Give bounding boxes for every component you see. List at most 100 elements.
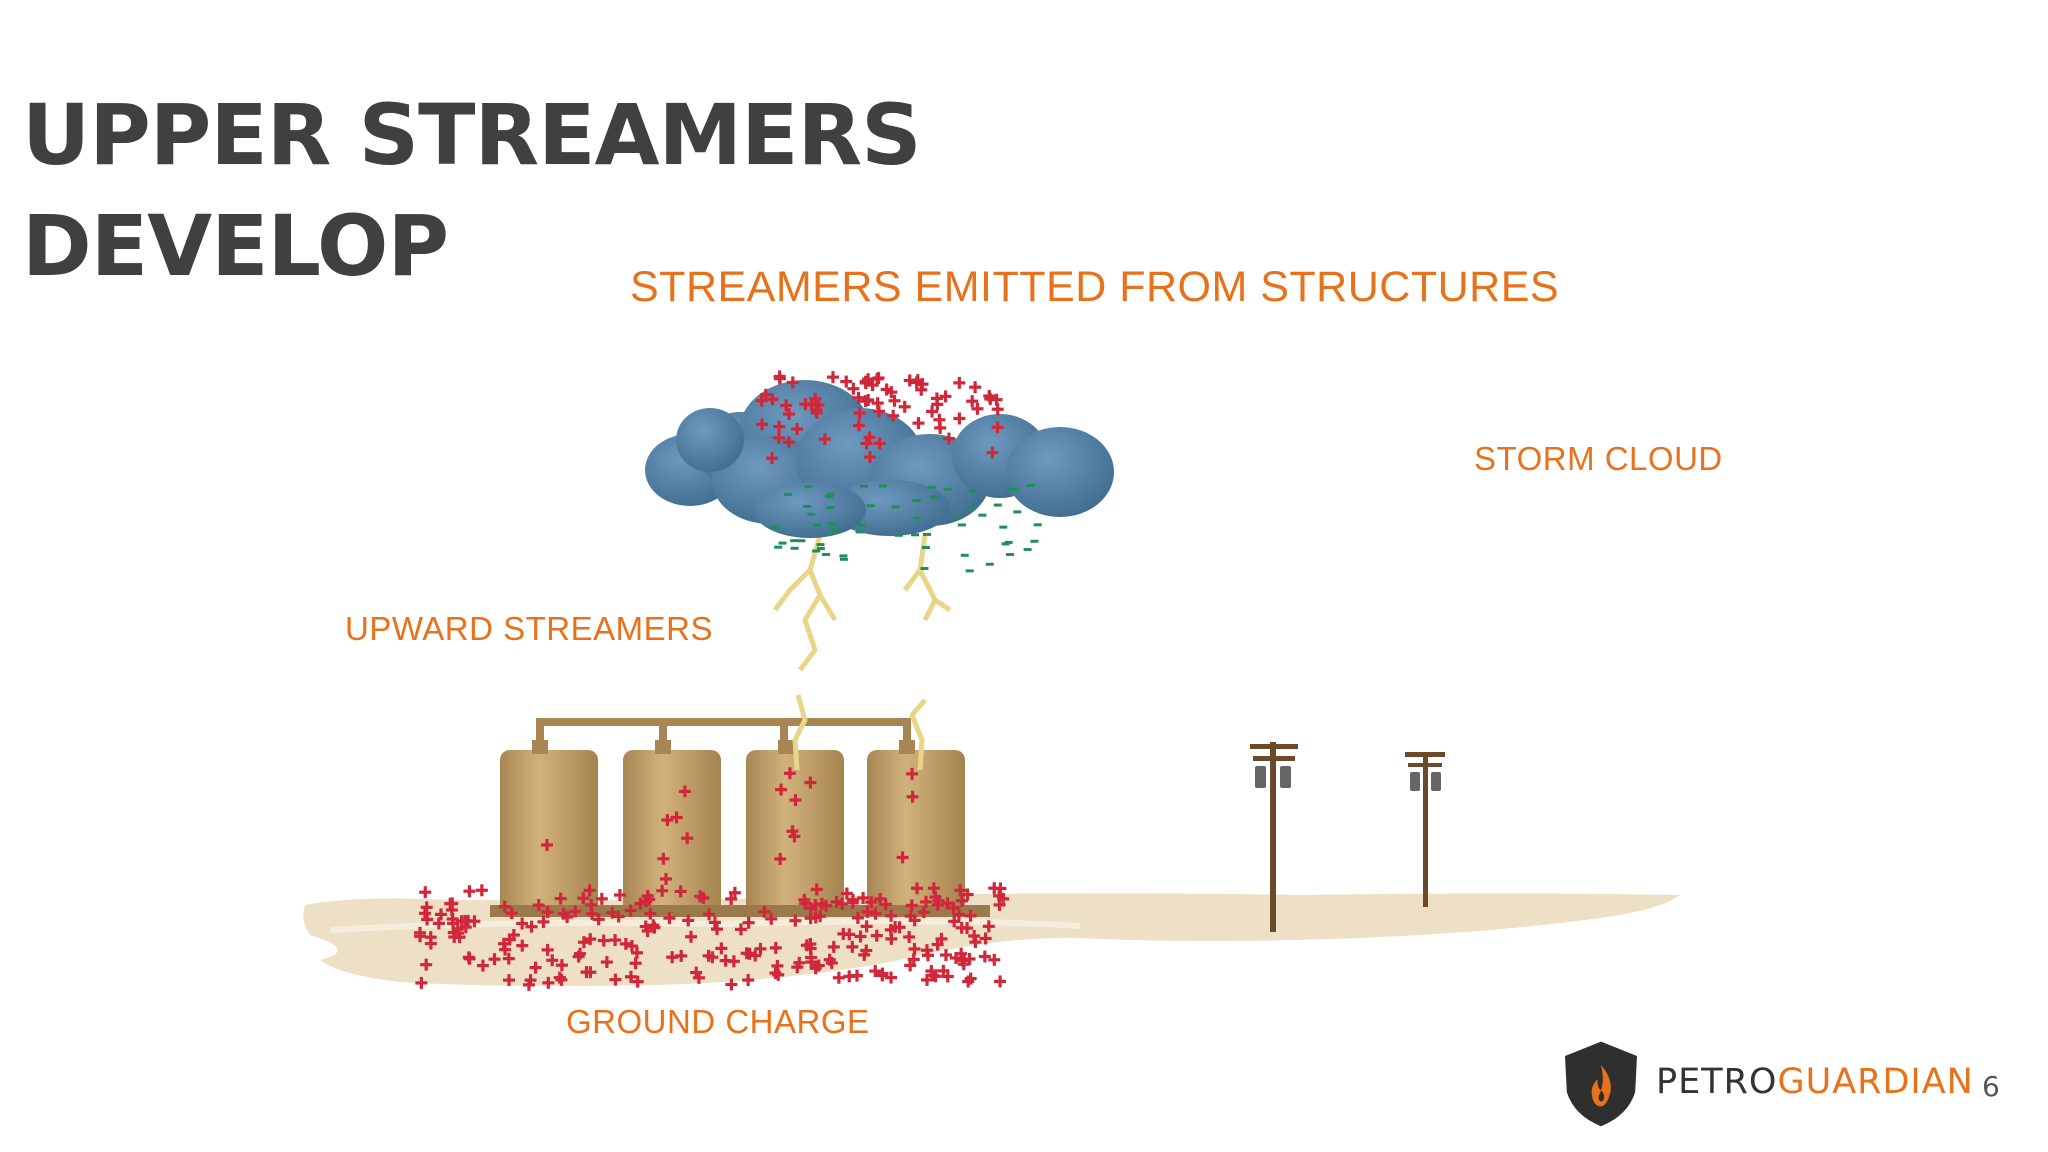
plus-charge-icon xyxy=(860,437,873,450)
diagram-subtitle: STREAMERS EMITTED FROM STRUCTURES xyxy=(630,263,1560,311)
plus-charge-icon xyxy=(516,917,529,930)
plus-charge-icon xyxy=(522,978,535,991)
plus-charge-icon xyxy=(421,913,434,926)
plus-charge-icon xyxy=(988,953,1001,966)
plus-charge-icon xyxy=(810,883,823,896)
plus-charge-icon xyxy=(656,884,669,897)
plus-charge-icon xyxy=(870,929,883,942)
plus-charge-icon xyxy=(823,953,836,966)
plus-charge-icon xyxy=(843,970,856,983)
plus-charge-icon xyxy=(887,409,900,422)
plus-charge-icon xyxy=(462,914,475,927)
plus-charge-icon xyxy=(984,392,997,405)
plus-charge-icon xyxy=(734,923,747,936)
plus-charge-icon xyxy=(812,959,825,972)
plus-charge-icon xyxy=(961,922,974,935)
plus-charge-icon xyxy=(789,914,802,927)
plus-charge-icon xyxy=(577,936,590,949)
plus-charge-icon xyxy=(889,920,902,933)
plus-charge-icon xyxy=(885,932,898,945)
plus-charge-icon xyxy=(931,398,944,411)
plus-charge-icon xyxy=(648,921,661,934)
plus-charge-icon xyxy=(826,371,839,384)
plus-charge-icon xyxy=(597,934,610,947)
plus-charge-icon xyxy=(727,955,740,968)
plus-charge-icon xyxy=(546,954,559,967)
plus-charge-icon xyxy=(818,433,831,446)
plus-charge-icon xyxy=(869,907,882,920)
brand-name-part2: GUARDIAN xyxy=(1777,1062,1974,1102)
plus-charge-icon xyxy=(964,909,977,922)
plus-charge-icon xyxy=(880,383,893,396)
plus-charge-icon xyxy=(840,887,853,900)
plus-charge-icon xyxy=(830,895,843,908)
plus-charge-icon xyxy=(766,452,779,465)
plus-charge-icon xyxy=(725,978,738,991)
plus-charge-icon xyxy=(659,872,672,885)
plus-charge-icon xyxy=(640,895,653,908)
plus-charge-icon xyxy=(949,951,962,964)
plus-charge-icon xyxy=(966,395,979,408)
plus-charge-icon xyxy=(697,891,710,904)
plus-charge-icon xyxy=(613,888,626,901)
plus-charge-icon xyxy=(432,917,445,930)
plus-charge-icon xyxy=(754,942,767,955)
plus-charge-icon xyxy=(541,839,553,851)
plus-charge-icon xyxy=(782,436,795,449)
plus-charge-icon xyxy=(991,403,1004,416)
plus-charge-icon xyxy=(920,895,933,908)
plus-charge-icon xyxy=(572,950,585,963)
plus-charge-icon xyxy=(675,949,688,962)
plus-charge-icon xyxy=(773,420,786,433)
plus-charge-icon xyxy=(725,892,738,905)
plus-charge-icon xyxy=(864,451,877,464)
upward-streamers-label: UPWARD STREAMERS xyxy=(345,610,713,647)
plus-charge-icon xyxy=(917,906,930,919)
utility-pole-icon xyxy=(1250,742,1298,932)
plus-charge-icon xyxy=(906,790,919,803)
plus-charge-icon xyxy=(661,814,674,827)
plus-charge-icon xyxy=(682,914,695,927)
plus-charge-icon xyxy=(906,767,919,780)
plus-charge-icon xyxy=(939,949,952,962)
plus-charge-icon xyxy=(782,408,795,421)
plus-charge-icon xyxy=(865,896,878,909)
plus-charge-icon xyxy=(872,405,885,418)
plus-charge-icon xyxy=(907,953,920,966)
plus-charge-icon xyxy=(702,949,715,962)
plus-charge-icon xyxy=(852,391,865,404)
plus-charge-icon xyxy=(837,927,850,940)
plus-charge-icon xyxy=(859,395,872,408)
plus-charge-icon xyxy=(708,916,721,929)
plus-charge-icon xyxy=(555,973,568,986)
plus-charge-icon xyxy=(584,966,597,979)
plus-charge-icon xyxy=(629,957,642,970)
plus-charge-icon xyxy=(414,926,427,939)
plus-charge-icon xyxy=(840,375,853,388)
plus-charge-icon xyxy=(860,920,873,933)
plus-charge-icon xyxy=(979,932,992,945)
plus-charge-icon xyxy=(742,974,755,987)
plus-charge-icon xyxy=(774,852,787,865)
plus-charge-icon xyxy=(814,910,827,923)
plus-charge-icon xyxy=(921,973,934,986)
plus-charge-icon xyxy=(624,970,637,983)
plus-charge-icon xyxy=(502,974,515,987)
plus-charge-icon xyxy=(820,899,833,912)
plus-charge-icon xyxy=(418,907,431,920)
positive-charges xyxy=(414,370,1010,991)
plus-charge-icon xyxy=(964,972,977,985)
plus-charge-icon xyxy=(791,423,804,436)
plus-charge-icon xyxy=(420,958,433,971)
plus-charge-icon xyxy=(684,930,697,943)
storage-tank-icon xyxy=(867,740,965,915)
plus-charge-icon xyxy=(532,899,545,912)
plus-charge-icon xyxy=(609,973,622,986)
plus-charge-icon xyxy=(847,382,860,395)
plus-charge-icon xyxy=(986,446,999,459)
plus-charge-icon xyxy=(852,419,865,432)
plus-charge-icon xyxy=(772,431,785,444)
plus-charge-icon xyxy=(941,897,954,910)
plus-charge-icon xyxy=(993,898,1006,911)
plus-charge-icon xyxy=(941,970,954,983)
